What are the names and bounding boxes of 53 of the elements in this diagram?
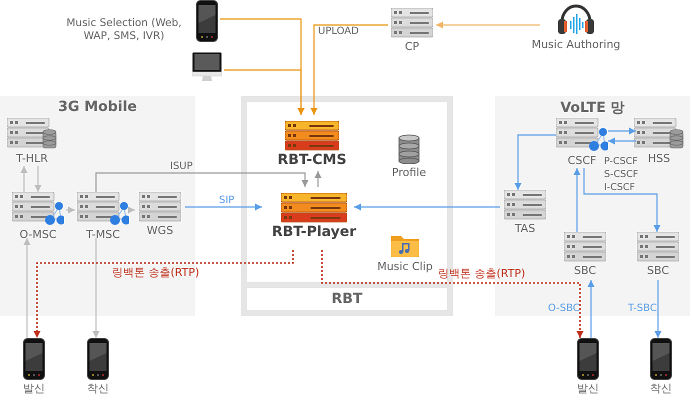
- arrow: [24, 238, 30, 338]
- node-label: RBT-Player: [272, 225, 356, 239]
- arrow: [654, 280, 662, 338]
- arrow: [514, 134, 556, 190]
- node-label: SBC: [574, 264, 596, 278]
- edge-label: 링백톤 송출(RTP): [112, 267, 200, 279]
- edge-label: T-SBC: [628, 303, 657, 315]
- node-label: Music Authoring: [532, 38, 620, 52]
- edge-label: 링백톤 송출(RTP): [438, 268, 526, 280]
- node-label: CP: [404, 40, 420, 54]
- arrow: [34, 166, 42, 192]
- arrow: [608, 128, 636, 134]
- node-label: 발신: [577, 382, 599, 396]
- arrow: [95, 172, 308, 192]
- group-title: VoLTE 망: [559, 99, 626, 117]
- arrow: [310, 24, 388, 115]
- node-label: Profile: [392, 166, 426, 180]
- arrow: [608, 138, 636, 144]
- node-label: T-MSC: [86, 228, 120, 242]
- node-label: T-HLR: [16, 152, 48, 166]
- node-caption: Music Selection (Web, WAP, SMS, IVR): [65, 17, 183, 43]
- arrow: [128, 206, 135, 214]
- node-caption: P-CSCF S-CSCF I-CSCF: [604, 155, 640, 194]
- node-label: 착신: [87, 382, 109, 396]
- group-title: 3G Mobile: [57, 99, 138, 115]
- arrow: [92, 238, 100, 338]
- node-label: WGS: [146, 224, 174, 238]
- arrow: [20, 166, 28, 192]
- node-label: CSCF: [568, 154, 596, 168]
- node-label: SBC: [646, 264, 670, 278]
- node-label: HSS: [648, 152, 670, 166]
- node-label: RBT-CMS: [277, 153, 347, 167]
- arrow: [588, 280, 594, 338]
- edge-label: SIP: [219, 195, 234, 207]
- node-label: 착신: [650, 382, 672, 396]
- arrow: [321, 250, 584, 338]
- arrow: [314, 171, 322, 187]
- arrow: [66, 206, 75, 214]
- node-label: Music Clip: [377, 260, 433, 274]
- edge-label: ISUP: [170, 161, 193, 173]
- arrow: [436, 22, 540, 28]
- node-label: 발신: [23, 382, 45, 396]
- arrow: [583, 168, 660, 232]
- node-label: O-MSC: [19, 228, 57, 242]
- arrow: [185, 204, 262, 210]
- edge-label: UPLOAD: [318, 26, 359, 38]
- arrow: [574, 168, 580, 232]
- node-label: TAS: [514, 222, 536, 236]
- edge-label: O-SBC: [548, 303, 580, 315]
- arrow: [224, 69, 304, 115]
- arrow: [34, 250, 294, 338]
- arrow: [354, 204, 500, 210]
- group-title: RBT: [330, 291, 364, 307]
